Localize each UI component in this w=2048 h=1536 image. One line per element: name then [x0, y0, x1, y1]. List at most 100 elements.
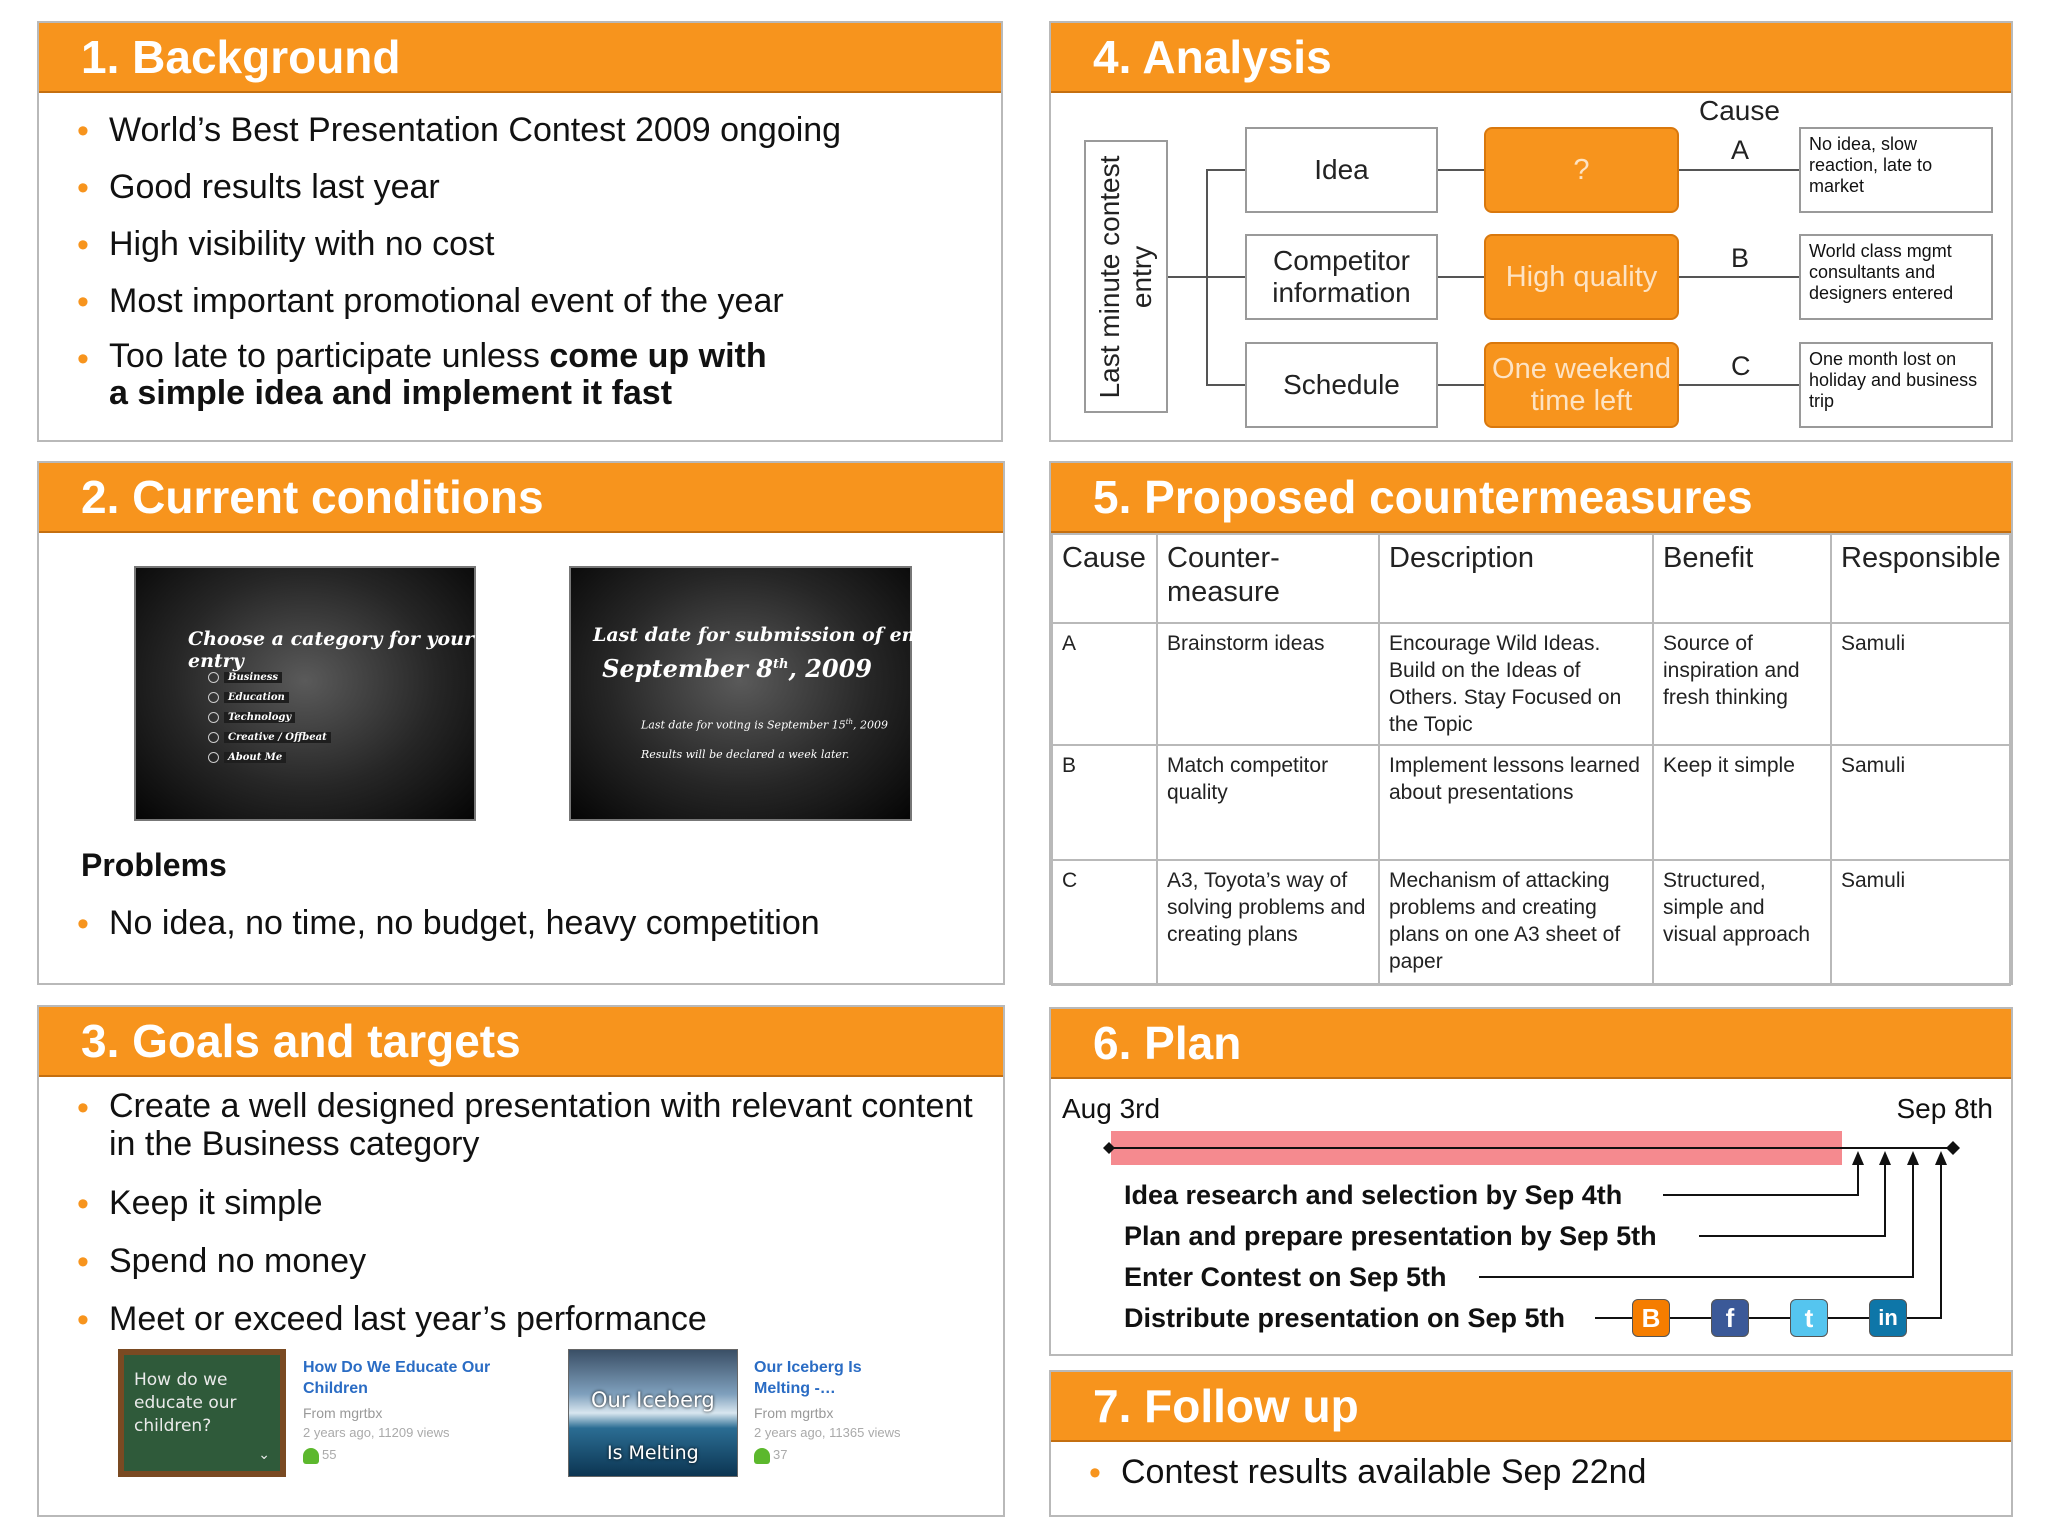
category-option: About Me — [208, 748, 331, 768]
arrow-head — [1852, 1151, 1864, 1165]
effect-box: World class mgmt consultants and designe… — [1799, 234, 1993, 320]
table-cell: Keep it simple — [1652, 744, 1832, 861]
presentation-author: From mgrtbx — [303, 1405, 383, 1421]
problem-box: Last minute contest entry — [1084, 140, 1168, 413]
connector-line — [1206, 169, 1245, 171]
table-cell: B — [1051, 744, 1158, 861]
effect-box: No idea, slow reaction, late to market — [1799, 127, 1993, 213]
panel-countermeasures: 5. Proposed countermeasures Cause Counte… — [1049, 461, 2013, 986]
blogger-icon[interactable]: B — [1632, 1299, 1670, 1337]
thumbs-up-icon — [303, 1447, 319, 1464]
category-option: Technology — [208, 708, 331, 728]
bullet-icon: • — [77, 340, 89, 378]
table-cell: Samuli — [1830, 859, 2011, 986]
table-row: C A3, Toyota’s way of solving problems a… — [1051, 859, 2011, 986]
chalkboard-image: How do we educate our children? ⌄ — [124, 1355, 280, 1471]
slide-line: Last date for submission of entries: — [593, 624, 972, 646]
list-item: •Good results last year — [77, 168, 440, 207]
category-options: Business Education Technology Creative /… — [208, 668, 331, 768]
column-header: Responsible — [1830, 533, 2011, 624]
bullet-icon: • — [77, 169, 89, 207]
panel-title: 6. Plan — [1051, 1009, 2011, 1079]
table-cell: Samuli — [1830, 744, 2011, 861]
timeline-end-label: Sep 8th — [1896, 1093, 1993, 1124]
arrow-line — [1699, 1159, 1886, 1237]
factor-box: Idea — [1245, 127, 1438, 213]
problems-list: •No idea, no time, no budget, heavy comp… — [39, 903, 820, 960]
list-item: •Keep it simple — [77, 1184, 323, 1223]
panel-followup: 7. Follow up •Contest results available … — [1049, 1370, 2013, 1517]
list-item: •No idea, no time, no budget, heavy comp… — [77, 904, 820, 943]
slide-heading: Choose a category for your entry — [188, 628, 474, 672]
bullet-icon: • — [77, 1185, 89, 1223]
panel-current-conditions: 2. Current conditions Choose a category … — [37, 461, 1005, 985]
background-list: •World’s Best Presentation Contest 2009 … — [39, 93, 1001, 412]
presentation-thumbnail[interactable]: Our Iceberg Is Melting — [568, 1349, 738, 1477]
plan-item: Idea research and selection by Sep 4th — [1124, 1180, 1623, 1210]
connector-line — [1679, 276, 1809, 278]
deadline-slide-thumbnail: Last date for submission of entries: Sep… — [569, 566, 971, 821]
followup-list: •Contest results available Sep 22nd — [1051, 1442, 2011, 1492]
bullet-icon: • — [77, 1301, 89, 1339]
arrow-line — [1479, 1159, 1914, 1278]
plan-item: Plan and prepare presentation by Sep 5th — [1124, 1221, 1657, 1251]
bullet-icon: • — [77, 1089, 89, 1127]
countermeasures-table: Cause Counter-measure Description Benefi… — [1051, 533, 2011, 986]
panel-analysis: 4. Analysis Cause Last minute contest en… — [1049, 21, 2013, 442]
timeline-end-marker — [1946, 1141, 1960, 1155]
arrow-line — [1595, 1159, 1942, 1319]
table-cell: Match competitor quality — [1156, 744, 1380, 861]
connector-line — [1206, 276, 1245, 278]
effect-box: One month lost on holiday and business t… — [1799, 342, 1993, 428]
list-item: •Too late to participate unless come up … — [77, 337, 767, 412]
table-row: A Brainstorm ideas Encourage Wild Ideas.… — [1051, 622, 2011, 746]
thumbs-up-icon — [754, 1447, 770, 1464]
cause-box: ? — [1484, 127, 1679, 213]
image-text: How do we educate our children? — [134, 1370, 237, 1436]
plan-item: Enter Contest on Sep 5th — [1124, 1262, 1447, 1292]
image-text: Is Melting — [607, 1442, 699, 1464]
panel-title: 7. Follow up — [1051, 1372, 2011, 1442]
panel-title: 1. Background — [39, 23, 1001, 93]
cause-header: Cause — [1699, 95, 1780, 126]
presentation-title-link[interactable]: How Do We Educate Our Children — [303, 1359, 491, 1397]
cause-letter: C — [1731, 351, 1751, 381]
linkedin-icon[interactable]: in — [1869, 1299, 1907, 1337]
presentation-title-link[interactable]: Our Iceberg Is Melting -… — [754, 1359, 862, 1397]
cause-letter: B — [1731, 243, 1750, 273]
image-text: Our Iceberg — [591, 1388, 715, 1412]
cause-box: One weekend time left — [1484, 342, 1679, 428]
table-row: B Match competitor quality Implement les… — [1051, 744, 2011, 861]
connector-line — [1206, 384, 1245, 386]
table-header-row: Cause Counter-measure Description Benefi… — [1051, 533, 2011, 624]
panel-goals: 3. Goals and targets •Create a well desi… — [37, 1005, 1005, 1517]
cause-box: High quality — [1484, 234, 1679, 320]
list-item: •Meet or exceed last year’s performance — [77, 1300, 707, 1339]
column-header: Counter-measure — [1156, 533, 1380, 624]
presentation-thumbnail[interactable]: How do we educate our children? ⌄ — [118, 1349, 286, 1477]
table-cell: Implement lessons learned about presenta… — [1378, 744, 1654, 861]
problem-label: Last minute contest entry — [1094, 155, 1157, 398]
bullet-icon: • — [77, 226, 89, 264]
list-item: •High visibility with no cost — [77, 225, 495, 264]
table-cell: A3, Toyota’s way of solving problems and… — [1156, 859, 1380, 986]
twitter-icon[interactable]: t — [1790, 1299, 1828, 1337]
column-header: Description — [1378, 533, 1654, 624]
table-cell: C — [1051, 859, 1158, 986]
table-cell: Structured, simple and visual approach — [1652, 859, 1832, 986]
panel-title: 4. Analysis — [1051, 23, 2011, 93]
connector-line — [1679, 384, 1809, 386]
list-item: •World’s Best Presentation Contest 2009 … — [77, 111, 842, 150]
timeline-start-marker — [1103, 1142, 1115, 1154]
facebook-icon[interactable]: f — [1711, 1299, 1749, 1337]
slide-line: September 8th, 2009 — [602, 654, 872, 683]
goals-list: •Create a well designed presentation wit… — [39, 1077, 1003, 1339]
table-cell: Mechanism of attacking problems and crea… — [1378, 859, 1654, 986]
panel-plan: 6. Plan Aug 3rd Sep 8th Idea research an… — [1049, 1007, 2013, 1356]
panel-title: 5. Proposed countermeasures — [1051, 463, 2011, 533]
bullet-icon: • — [77, 905, 89, 943]
arrow-line — [1663, 1159, 1859, 1196]
category-slide-thumbnail: Choose a category for your entry Busines… — [134, 566, 476, 821]
presentation-meta: 2 years ago, 11209 views — [303, 1425, 450, 1440]
problems-heading: Problems — [81, 847, 227, 883]
